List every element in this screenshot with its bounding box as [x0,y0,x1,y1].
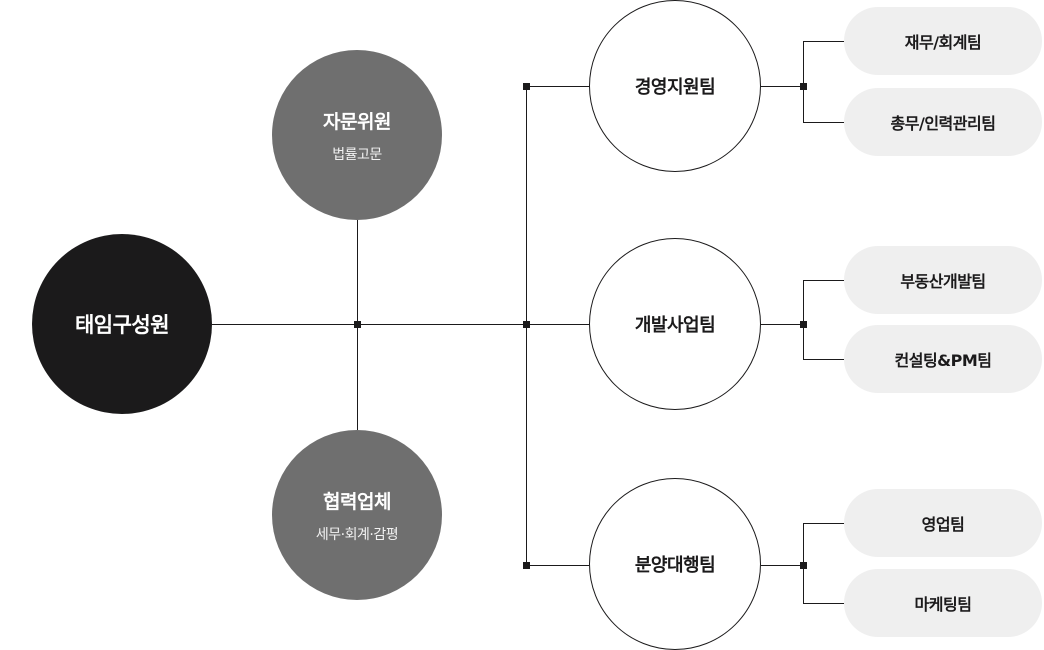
partner-node: 협력업체 세무·회계·감평 [272,430,442,600]
subteam-label: 총무/인력관리팀 [890,114,996,133]
partner-title: 협력업체 [323,490,391,513]
junction-dot [523,321,530,328]
junction-dot [800,562,807,569]
subteam-consulting-pm: 컨설팅&PM팀 [844,325,1042,393]
team-node-management: 경영지원팀 [589,0,761,172]
team-name: 경영지원팀 [634,77,716,98]
junction-dot [800,83,807,90]
junction-dot [354,321,361,328]
team-node-development: 개발사업팀 [589,238,761,410]
subteam-general-affairs: 총무/인력관리팀 [844,88,1042,156]
junction-dot [523,83,530,90]
subteam-label: 컨설팅&PM팀 [894,351,992,370]
junction-dot [800,321,807,328]
root-node: 태임구성원 [32,234,212,414]
advisor-title: 자문위원 [323,110,391,133]
junction-dot [523,562,530,569]
root-title: 태임구성원 [74,313,170,337]
subteam-finance: 재무/회계팀 [844,7,1042,75]
team-name: 분양대행팀 [634,555,716,576]
subteam-marketing: 마케팅팀 [844,569,1042,637]
subteam-real-estate: 부동산개발팀 [844,246,1042,314]
team-name: 개발사업팀 [634,315,716,336]
subteam-sales: 영업팀 [844,489,1042,557]
subteam-label: 영업팀 [921,515,965,534]
team-node-sales: 분양대행팀 [589,478,761,650]
advisor-subtitle: 법률고문 [332,146,382,163]
advisor-node: 자문위원 법률고문 [272,50,442,220]
subteam-label: 부동산개발팀 [900,272,986,291]
partner-subtitle: 세무·회계·감평 [315,526,399,543]
subteam-label: 재무/회계팀 [904,33,982,52]
subteam-label: 마케팅팀 [914,595,972,614]
